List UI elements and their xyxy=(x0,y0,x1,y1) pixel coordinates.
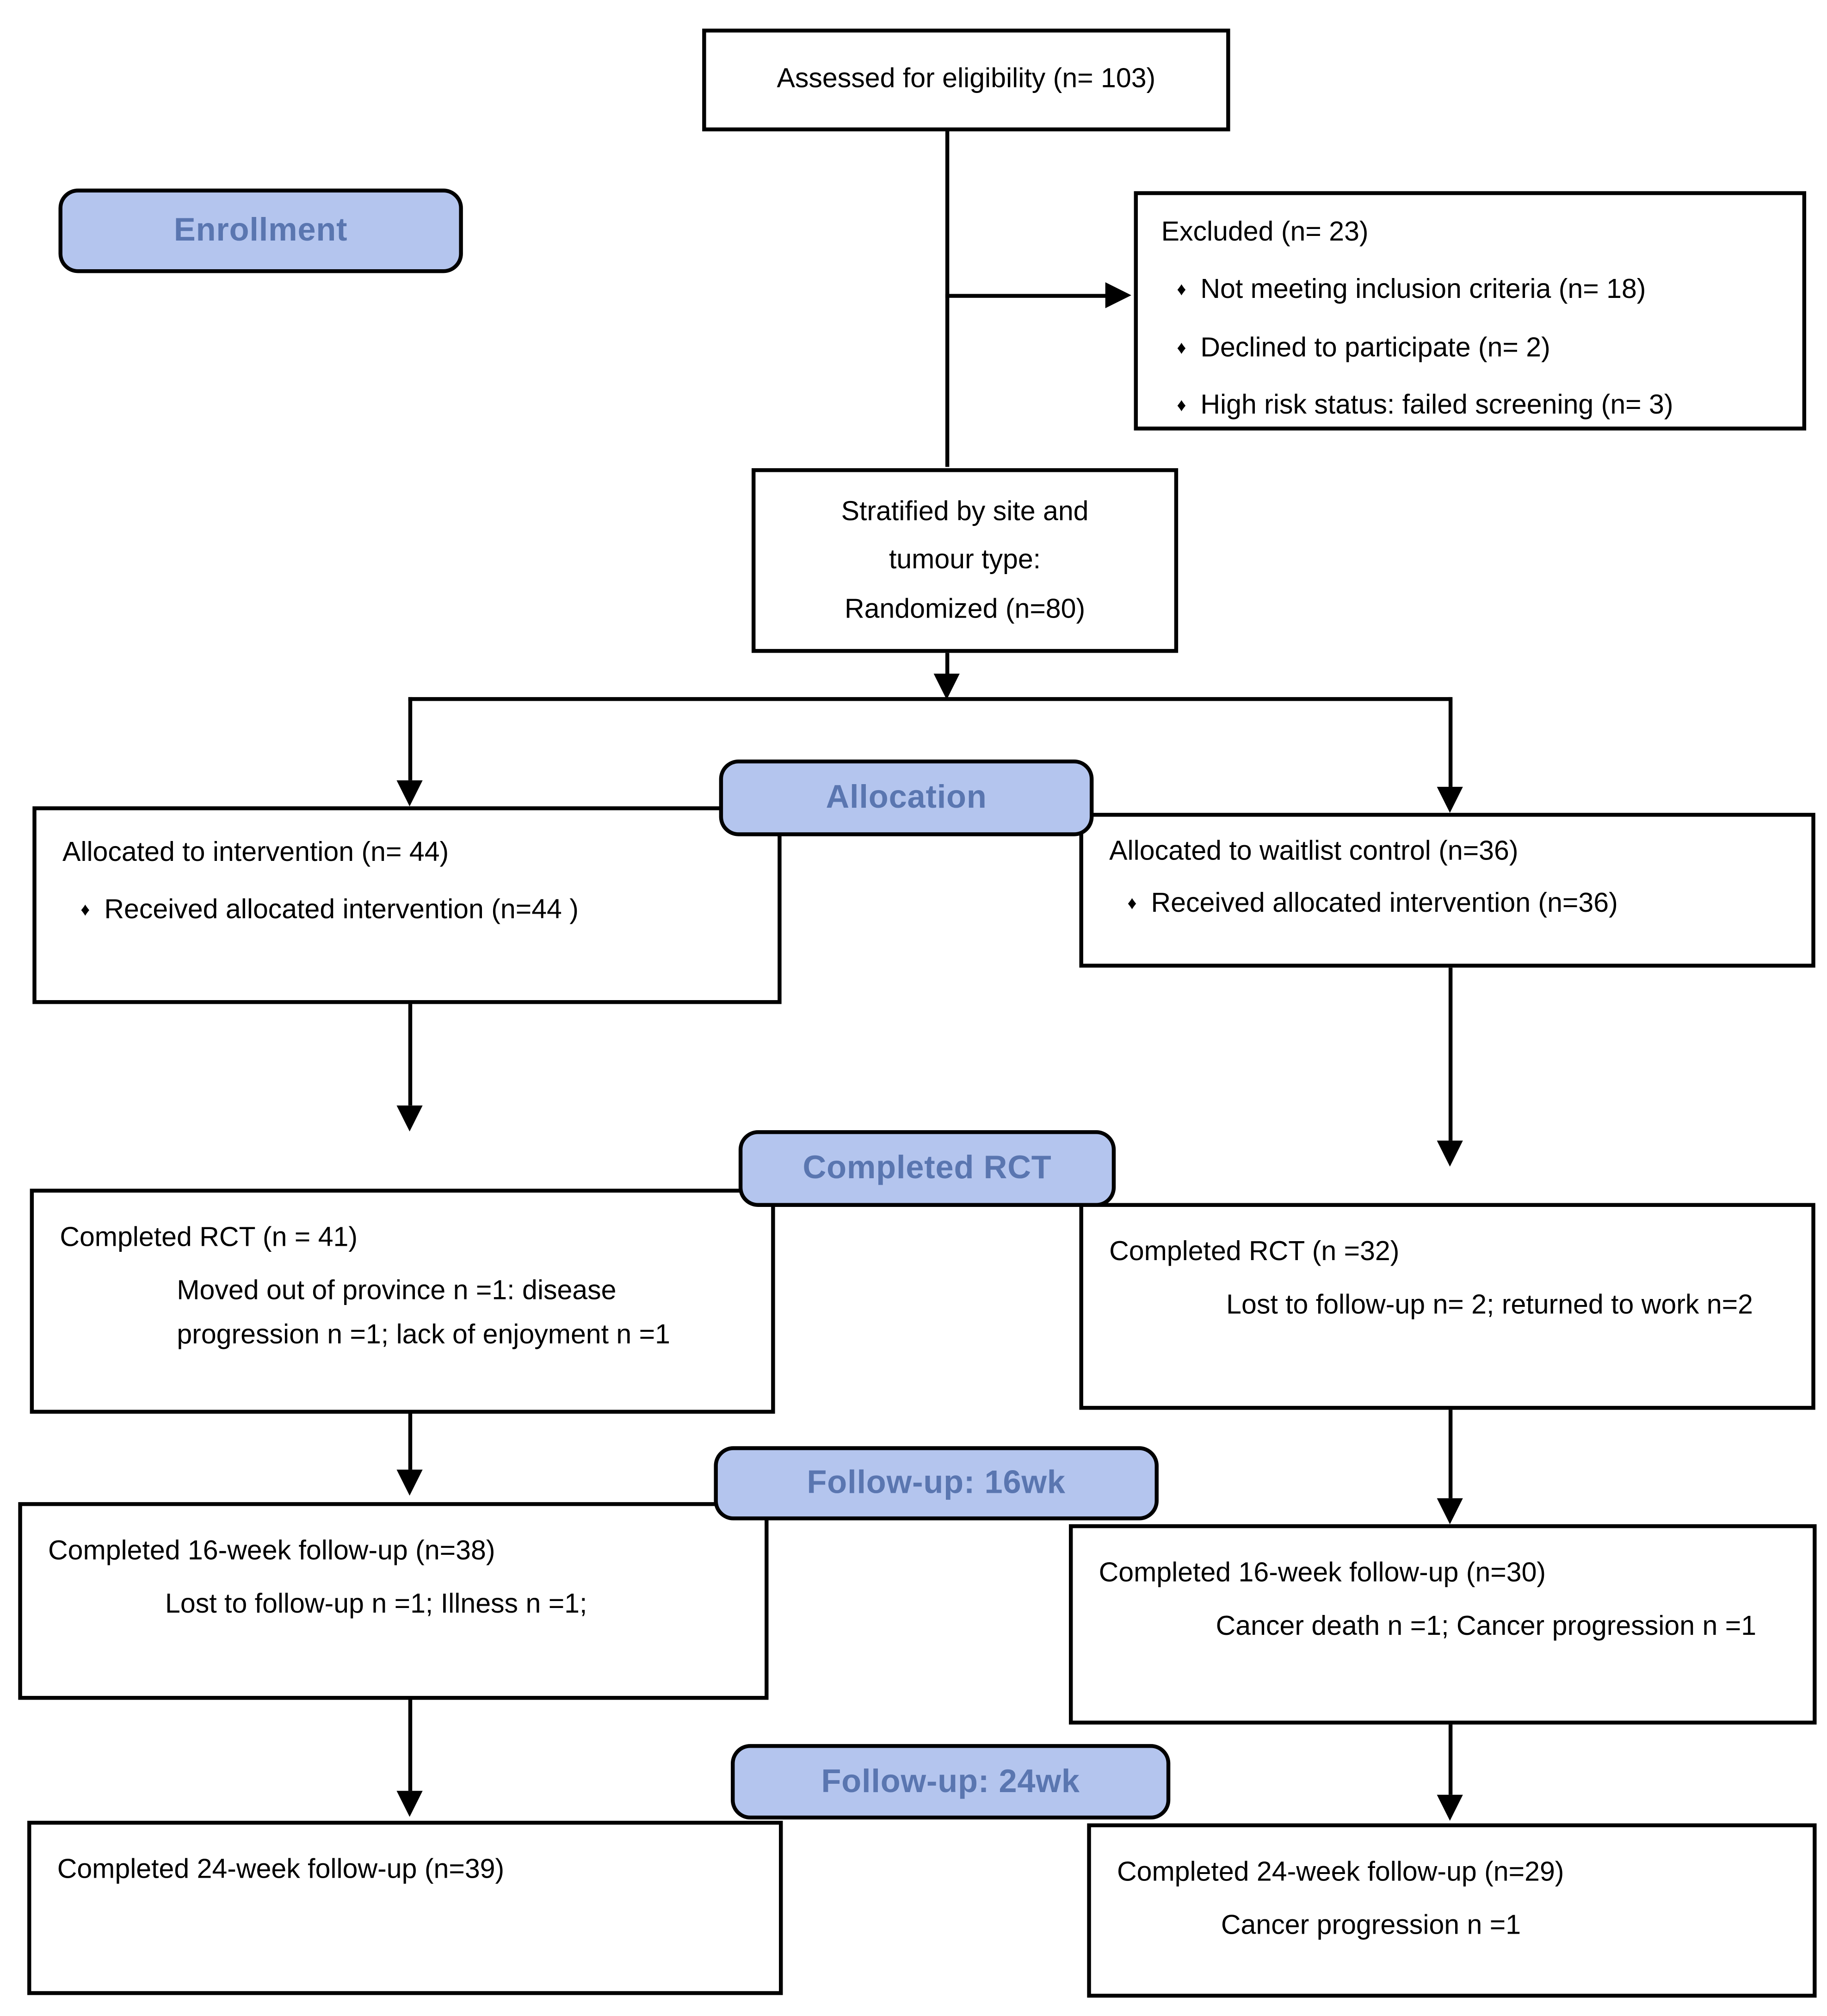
arrowhead-rct-left-icon xyxy=(396,1105,423,1132)
box-allocated-intervention-title: Allocated to intervention (n= 44) xyxy=(62,837,449,868)
allocated-intervention-item-text: Received allocated intervention (n=44 ) xyxy=(104,895,579,925)
randomized-line-1: Stratified by site and xyxy=(841,496,1089,527)
box-followup16-control-title: Completed 16-week follow-up (n=30) xyxy=(1099,1558,1546,1588)
connector-to-excluded xyxy=(945,294,1108,298)
connector-assessed-to-randomized xyxy=(945,131,950,467)
diamond-bullet-icon: ♦ xyxy=(1177,394,1186,415)
excluded-item: ♦ Not meeting inclusion criteria (n= 18) xyxy=(1138,273,1802,308)
connector-control-to-rct xyxy=(1448,967,1453,1141)
box-followup16-control: Completed 16-week follow-up (n=30) Cance… xyxy=(1068,1524,1817,1725)
box-completed-rct-intervention-title: Completed RCT (n = 41) xyxy=(60,1222,358,1253)
box-followup24-control-title: Completed 24-week follow-up (n=29) xyxy=(1117,1857,1564,1887)
stage-label-enrollment: Enrollment xyxy=(58,188,463,273)
diamond-bullet-icon: ♦ xyxy=(1127,892,1137,914)
box-excluded-title: Excluded (n= 23) xyxy=(1161,217,1369,247)
box-assessed-eligibility: Assessed for eligibility (n= 103) xyxy=(702,28,1230,131)
arrowhead-fu16-left-icon xyxy=(396,1469,423,1496)
box-followup16-control-detail: Cancer death n =1; Cancer progression n … xyxy=(1216,1612,1757,1642)
box-completed-rct-control-detail: Lost to follow-up n= 2; returned to work… xyxy=(1226,1290,1753,1321)
connector-fu16-to-fu24-right xyxy=(1448,1724,1453,1795)
box-allocated-intervention: Allocated to intervention (n= 44) ♦ Rece… xyxy=(32,806,782,1004)
connector-branch-to-intervention xyxy=(408,697,413,780)
diamond-bullet-icon: ♦ xyxy=(1177,336,1186,357)
box-followup16-intervention-detail: Lost to follow-up n =1; Illness n =1; xyxy=(165,1589,587,1620)
box-randomized-text: Stratified by site and tumour type: Rand… xyxy=(755,472,1174,649)
excluded-item-text: Not meeting inclusion criteria (n= 18) xyxy=(1200,274,1646,305)
arrowhead-fu24-right-icon xyxy=(1437,1794,1463,1821)
connector-branch-to-control xyxy=(1448,697,1453,787)
excluded-item: ♦ Declined to participate (n= 2) xyxy=(1138,331,1802,365)
connector-rct-to-fu16-left xyxy=(408,1413,413,1470)
box-assessed-eligibility-text: Assessed for eligibility (n= 103) xyxy=(777,64,1156,94)
box-allocated-control-title: Allocated to waitlist control (n=36) xyxy=(1109,836,1518,866)
box-followup24-intervention: Completed 24-week follow-up (n=39) xyxy=(27,1820,783,1995)
excluded-item-text: Declined to participate (n= 2) xyxy=(1200,332,1550,362)
randomized-line-3: Randomized (n=80) xyxy=(844,594,1086,624)
connector-fu16-to-fu24-left xyxy=(408,1700,413,1791)
box-randomized: Stratified by site and tumour type: Rand… xyxy=(751,468,1179,653)
stage-label-followup-24wk-text: Follow-up: 24wk xyxy=(821,1762,1080,1800)
diamond-bullet-icon: ♦ xyxy=(1177,278,1186,300)
stage-label-enrollment-text: Enrollment xyxy=(173,212,348,248)
arrowhead-fu24-left-icon xyxy=(396,1791,423,1817)
stage-label-followup-24wk: Follow-up: 24wk xyxy=(731,1744,1171,1820)
branch-line-allocation xyxy=(408,697,1451,701)
connector-rct-to-fu16-right xyxy=(1448,1410,1453,1498)
arrowhead-rct-right-icon xyxy=(1437,1140,1463,1167)
stage-label-allocation: Allocation xyxy=(719,759,1094,836)
arrowhead-fu16-right-icon xyxy=(1437,1498,1463,1524)
stage-label-allocation-text: Allocation xyxy=(826,779,987,816)
allocated-intervention-item: ♦ Received allocated intervention (n=44 … xyxy=(37,894,778,928)
box-followup24-control: Completed 24-week follow-up (n=29) Cance… xyxy=(1087,1823,1817,1998)
stage-label-followup-16wk: Follow-up: 16wk xyxy=(714,1446,1159,1521)
box-followup24-intervention-title: Completed 24-week follow-up (n=39) xyxy=(57,1855,505,1885)
arrowhead-control-icon xyxy=(1437,786,1463,813)
box-followup16-intervention: Completed 16-week follow-up (n=38) Lost … xyxy=(18,1502,769,1700)
arrowhead-intervention-icon xyxy=(396,780,423,807)
excluded-item-text: High risk status: failed screening (n= 3… xyxy=(1200,390,1673,420)
box-followup16-intervention-title: Completed 16-week follow-up (n=38) xyxy=(48,1536,495,1566)
randomized-line-2: tumour type: xyxy=(889,545,1041,575)
excluded-item: ♦ High risk status: failed screening (n=… xyxy=(1138,389,1802,423)
connector-randomized-stub xyxy=(945,653,950,679)
arrowhead-branch-icon xyxy=(933,674,960,700)
stage-label-completed-rct-text: Completed RCT xyxy=(802,1150,1052,1186)
arrowhead-excluded-icon xyxy=(1105,282,1131,309)
allocated-control-item-text: Received allocated intervention (n=36) xyxy=(1151,888,1618,919)
stage-label-followup-16wk-text: Follow-up: 16wk xyxy=(807,1464,1066,1501)
box-completed-rct-control-title: Completed RCT (n =32) xyxy=(1109,1237,1400,1267)
connector-intervention-to-rct xyxy=(408,1004,413,1106)
box-allocated-control: Allocated to waitlist control (n=36) ♦ R… xyxy=(1079,813,1815,968)
box-completed-rct-control: Completed RCT (n =32) Lost to follow-up … xyxy=(1079,1203,1815,1410)
box-completed-rct-intervention: Completed RCT (n = 41) Moved out of prov… xyxy=(30,1188,775,1414)
box-completed-rct-intervention-detail: Moved out of province n =1: disease prog… xyxy=(177,1276,671,1350)
diamond-bullet-icon: ♦ xyxy=(80,899,90,920)
box-followup24-control-detail: Cancer progression n =1 xyxy=(1221,1911,1521,1941)
allocated-control-item: ♦ Received allocated intervention (n=36) xyxy=(1083,887,1811,921)
stage-label-completed-rct: Completed RCT xyxy=(738,1130,1116,1207)
box-excluded: Excluded (n= 23) ♦ Not meeting inclusion… xyxy=(1134,191,1807,431)
